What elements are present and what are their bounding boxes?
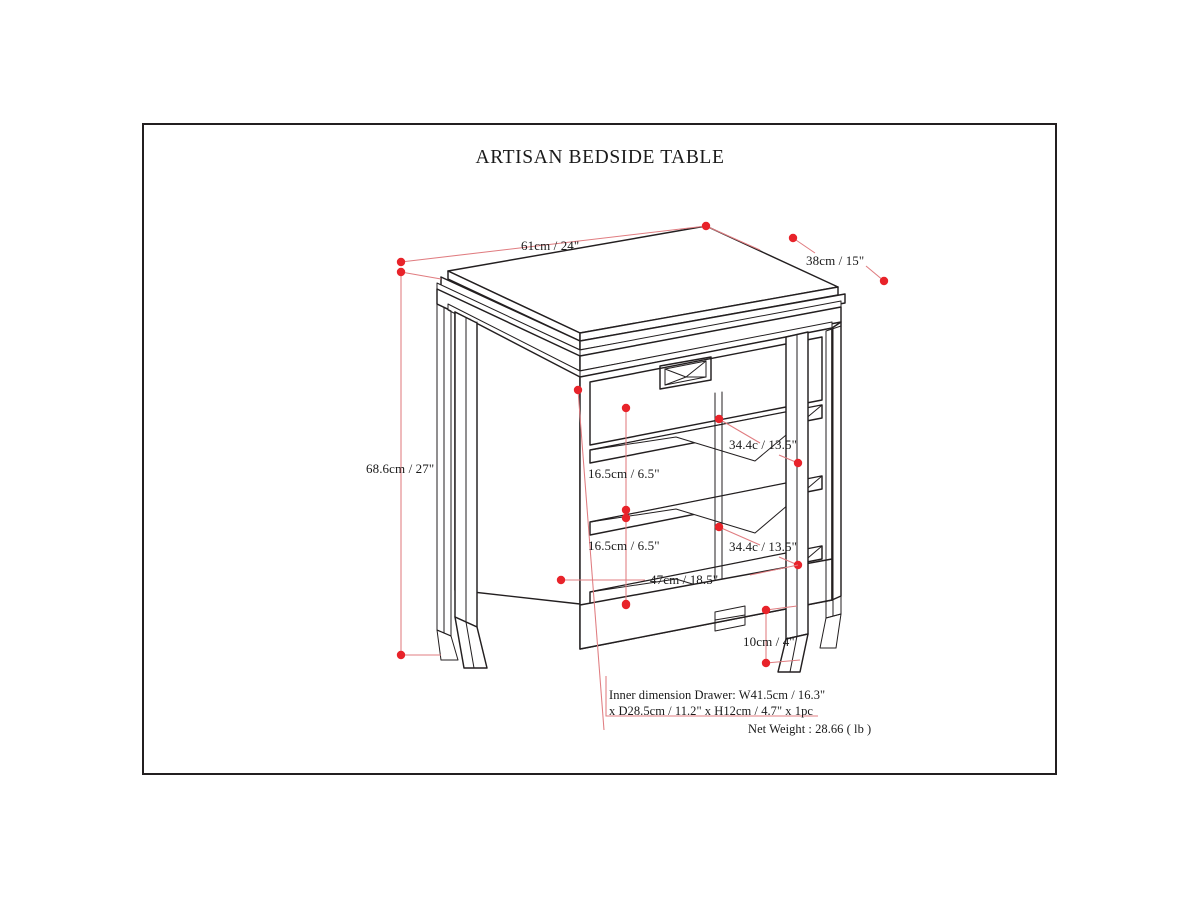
dim-leg-height <box>761 605 801 668</box>
dimension-label-upper-shelf-depth: 34.4c / 13.5" <box>729 437 797 452</box>
table-top <box>436 225 846 378</box>
dim-marker-extras <box>621 599 631 609</box>
dimension-label-leg-height: 10cm / 4" <box>743 634 795 649</box>
dimension-annotations <box>396 221 889 731</box>
front-face <box>579 327 833 650</box>
dimension-label-inner-width: 47cm / 18.5" <box>650 572 719 587</box>
leader-drawer-note <box>573 385 818 731</box>
dim-upper-shelf-height <box>621 403 631 515</box>
dim-overall-height <box>396 267 442 660</box>
note-drawer-inner-dimensions: Inner dimension Drawer: W41.5cm / 16.3" … <box>609 688 825 719</box>
dim-top-width <box>396 221 761 267</box>
note-drawer-line-2: x D28.5cm / 11.2" x H12cm / 4.7" x 1pc <box>609 703 813 718</box>
table-foot-back-left <box>436 629 459 661</box>
dim-upper-shelf-depth <box>714 414 803 468</box>
drawer-pull-handle <box>659 356 712 390</box>
dim-inner-width <box>556 564 799 585</box>
table-leg-back-left <box>436 303 452 637</box>
bedside-table-illustration <box>436 225 846 673</box>
dimension-label-upper-shelf-height: 16.5cm / 6.5" <box>588 466 660 481</box>
dimension-label-lower-shelf-depth: 34.4c / 13.5" <box>729 539 797 554</box>
dimension-label-top-depth: 38cm / 15" <box>806 253 865 268</box>
dimension-label-overall-height: 68.6cm / 27" <box>366 461 435 476</box>
dim-top-depth <box>788 233 889 286</box>
dimension-label-top-width: 61cm / 24" <box>521 238 580 253</box>
dimension-label-lower-shelf-height: 16.5cm / 6.5" <box>588 538 660 553</box>
note-net-weight: Net Weight : 28.66 ( lb ) <box>748 722 872 736</box>
note-drawer-line-1: Inner dimension Drawer: W41.5cm / 16.3" <box>609 688 826 702</box>
table-leg-front-left <box>454 311 488 669</box>
page-title: ARTISAN BEDSIDE TABLE <box>475 147 725 168</box>
table-leg-back-right <box>819 325 842 649</box>
